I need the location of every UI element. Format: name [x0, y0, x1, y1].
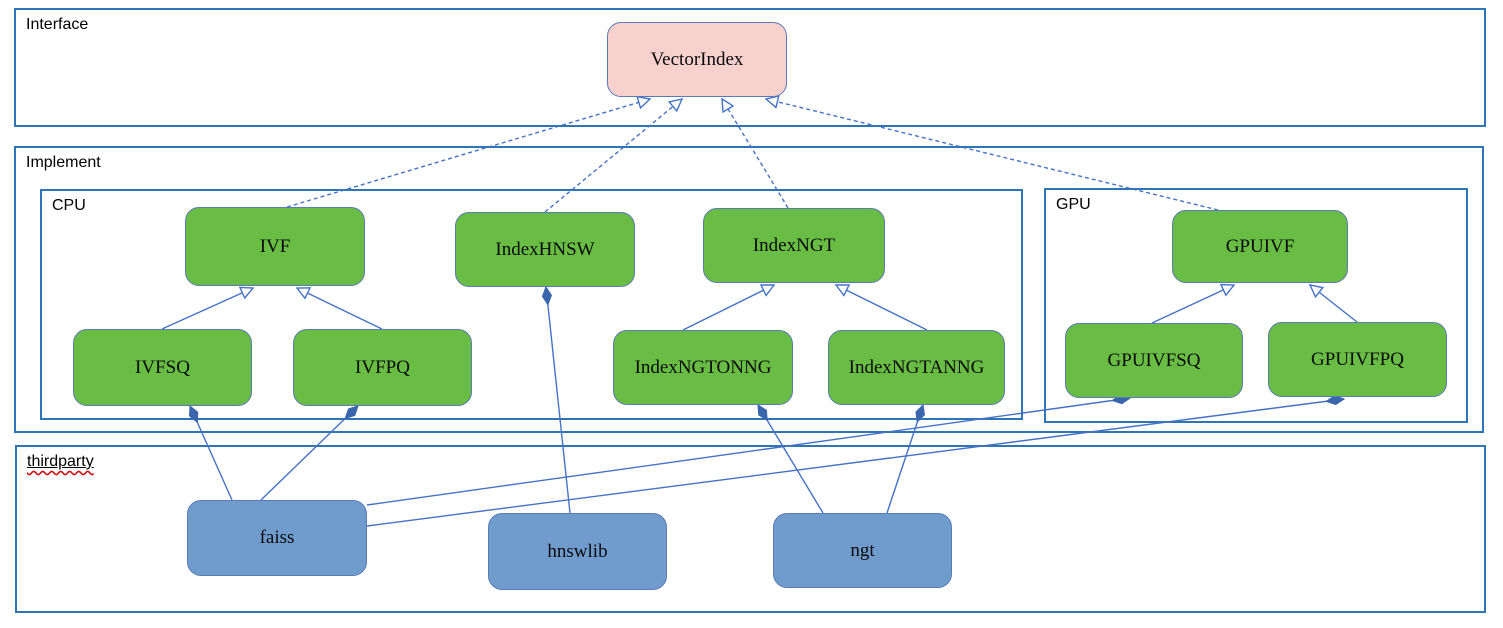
edge-indexhnsw-to-vectorindex: [544, 99, 682, 213]
container-thirdparty-label: thirdparty: [27, 453, 94, 471]
edge-ivfpq-to-faiss: [260, 406, 358, 501]
container-implement: Implement: [14, 146, 1484, 433]
node-indexngt[interactable]: IndexNGT: [703, 208, 885, 283]
node-gpuivfsq[interactable]: GPUIVFSQ: [1065, 323, 1243, 398]
container-thirdparty-label-text: thirdparty: [27, 453, 94, 470]
node-ngt[interactable]: ngt: [773, 513, 952, 588]
container-gpu-label: GPU: [1056, 196, 1091, 213]
edge-gpuivfsq-to-faiss: [366, 398, 1130, 506]
node-gpuivfpq[interactable]: GPUIVFPQ: [1268, 322, 1447, 397]
edge-ivfsq-to-ivf: [161, 288, 253, 330]
edge-gpuivfpq-to-gpuivf: [1310, 285, 1358, 323]
node-faiss[interactable]: faiss: [187, 500, 367, 576]
edge-indexngtanng-to-ngt: [886, 405, 923, 514]
node-gpuivf[interactable]: GPUIVF: [1172, 210, 1348, 283]
container-gpu: GPU: [1044, 188, 1468, 423]
edge-ivfpq-to-ivf: [297, 288, 383, 330]
node-indexngtanng[interactable]: IndexNGTANNG: [828, 330, 1005, 405]
edge-gpuivf-to-vectorindex: [766, 99, 1219, 211]
edge-indexngt-to-vectorindex: [722, 99, 789, 209]
container-cpu-label: CPU: [52, 197, 86, 214]
container-implement-label: Implement: [26, 154, 101, 171]
edge-gpuivfsq-to-gpuivf: [1151, 285, 1234, 324]
container-interface: Interface: [14, 8, 1486, 127]
edge-indexngtonng-to-indexngt: [682, 285, 774, 331]
node-hnswlib[interactable]: hnswlib: [488, 513, 667, 590]
node-ivf[interactable]: IVF: [185, 207, 365, 286]
edge-indexhnsw-to-hnswlib: [546, 287, 571, 514]
node-indexngtonng[interactable]: IndexNGTONNG: [613, 330, 793, 405]
edge-ivf-to-vectorindex: [286, 99, 650, 208]
container-thirdparty: thirdparty: [15, 445, 1486, 613]
edge-indexngtonng-to-ngt: [758, 405, 824, 514]
edge-ivfsq-to-faiss: [190, 406, 233, 501]
node-ivfsq[interactable]: IVFSQ: [73, 329, 252, 406]
node-indexhnsw[interactable]: IndexHNSW: [455, 212, 635, 287]
container-cpu: CPU: [40, 189, 1023, 420]
node-ivfpq[interactable]: IVFPQ: [293, 329, 472, 406]
edge-gpuivfpq-to-faiss: [366, 399, 1344, 527]
edge-indexngtanng-to-indexngt: [836, 285, 928, 331]
node-vectorindex[interactable]: VectorIndex: [607, 22, 787, 97]
container-interface-label: Interface: [26, 16, 89, 33]
